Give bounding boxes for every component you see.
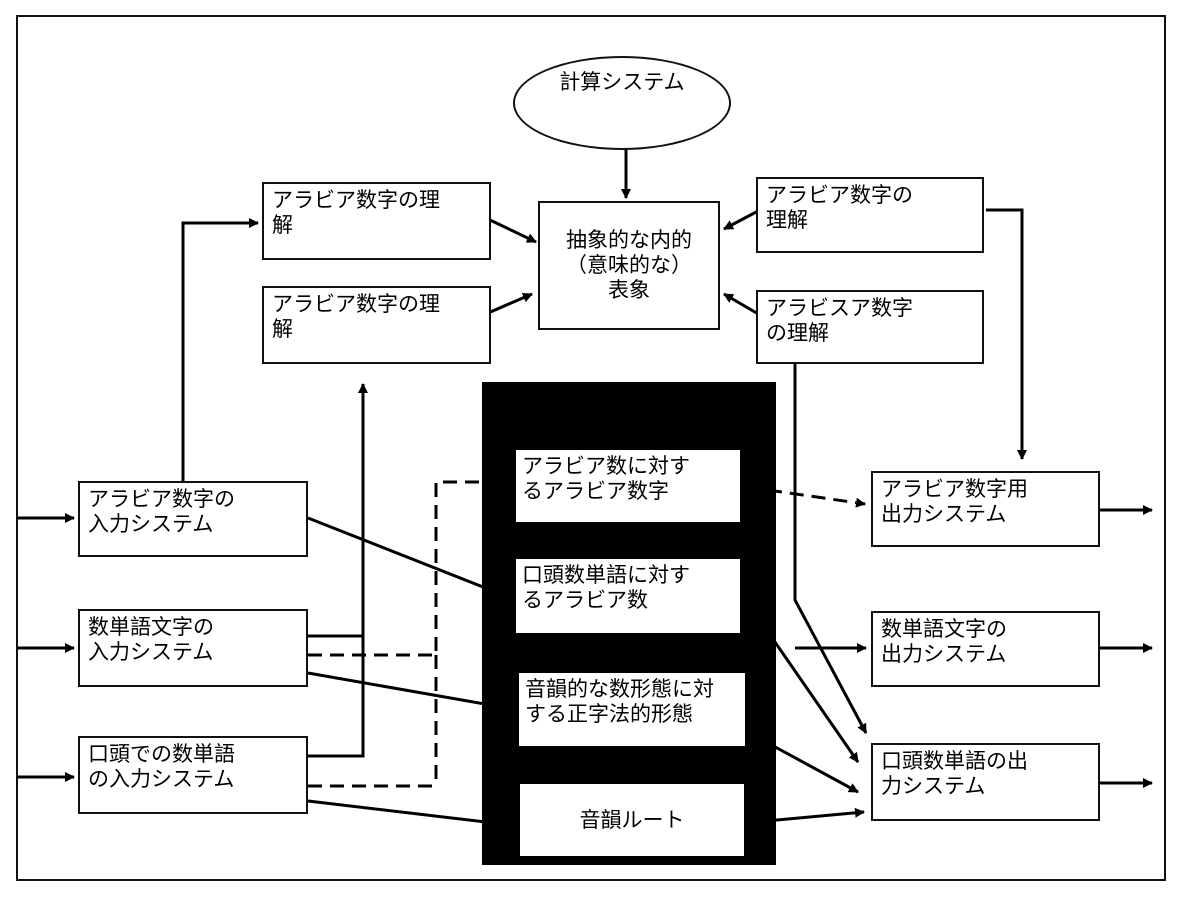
comprehension-left-bottom-label: アラビア数字の理 解 (272, 292, 440, 341)
abstract-representation-label: 抽象的な内的 （意味的な） 表象 (566, 228, 692, 302)
diagram-frame (16, 15, 1166, 881)
calculation-system-ellipse: 計算システム (513, 56, 731, 150)
route-phonological-label: 音韻ルート (579, 807, 685, 832)
arabic-output-system-label: アラビア数字用 出力システム (881, 477, 1028, 526)
dashed-route-written-spoken (308, 480, 516, 657)
arabic-output-system-box: アラビア数字用 出力システム (871, 471, 1100, 547)
abstract-representation-box: 抽象的な内的 （意味的な） 表象 (538, 201, 720, 330)
comprehension-right-bottom-box: アラビスア数字 の理解 (756, 290, 984, 364)
calculation-system-label: 計算システム (559, 70, 685, 94)
route-spoken-to-arabic-label: 口頭数単語に対す るアラビア数 (522, 563, 690, 612)
written-word-input-system-box: 数単語文字の 入力システム (78, 609, 308, 687)
comprehension-left-top-label: アラビア数字の理 解 (272, 188, 440, 237)
dashed-arrow-r1-to-arabic-output (767, 488, 866, 508)
route-orthographic-box: 音韻的な数形態に対 する正字法的形態 (519, 673, 745, 746)
line-arabic-input-to-r2 (307, 516, 517, 602)
arrow-comprehension-to-spoken-output (793, 364, 868, 734)
spoken-word-output-system-box: 口頭数単語の出 力システム (871, 743, 1100, 821)
arrow-comprehension-to-arabic-output (986, 208, 1027, 460)
arrow-left-top-to-center (489, 218, 537, 244)
route-arabic-to-arabic-box: アラビア数に対す るアラビア数字 (516, 450, 740, 522)
arrow-written-spoken-to-comprehension (308, 383, 368, 758)
comprehension-right-bottom-label: アラビスア数字 の理解 (766, 296, 913, 345)
written-word-output-system-box: 数単語文字の 出力システム (871, 611, 1100, 687)
comprehension-right-top-label: アラビア数字の 理解 (766, 183, 913, 232)
transcoding-routes-panel: アラビア数に対す るアラビア数字 口頭数単語に対す るアラビア数 音韻的な数形態… (482, 382, 776, 865)
arabic-input-system-box: アラビア数字の 入力システム (78, 481, 308, 557)
arrow-left-bottom-to-center (487, 292, 533, 315)
arrow-right-top-to-center (723, 208, 761, 231)
spoken-word-output-system-label: 口頭数単語の出 力システム (881, 749, 1028, 798)
written-word-output-system-label: 数単語文字の 出力システム (881, 617, 1007, 666)
route-arabic-to-arabic-label: アラビア数に対す るアラビア数字 (522, 454, 690, 503)
comprehension-left-top-box: アラビア数字の理 解 (262, 182, 491, 260)
arrow-r2-to-spoken-output (766, 631, 860, 763)
arrow-arabic-input-to-comprehension (181, 218, 259, 481)
arabic-input-system-label: アラビア数字の 入力システム (88, 487, 235, 536)
route-phonological-box: 音韻ルート (520, 784, 744, 856)
spoken-word-input-system-box: 口頭での数単語 の入力システム (78, 736, 308, 814)
route-spoken-to-arabic-box: 口頭数単語に対す るアラビア数 (516, 559, 740, 633)
comprehension-left-bottom-box: アラビア数字の理 解 (262, 286, 491, 364)
comprehension-right-top-box: アラビア数字の 理解 (756, 177, 984, 253)
route-orthographic-label: 音韻的な数形態に対 する正字法的形態 (525, 677, 714, 726)
written-word-input-system-label: 数単語文字の 入力システム (88, 615, 214, 664)
arrow-right-bottom-to-center (723, 292, 761, 317)
spoken-word-input-system-label: 口頭での数単語 の入力システム (88, 742, 235, 791)
